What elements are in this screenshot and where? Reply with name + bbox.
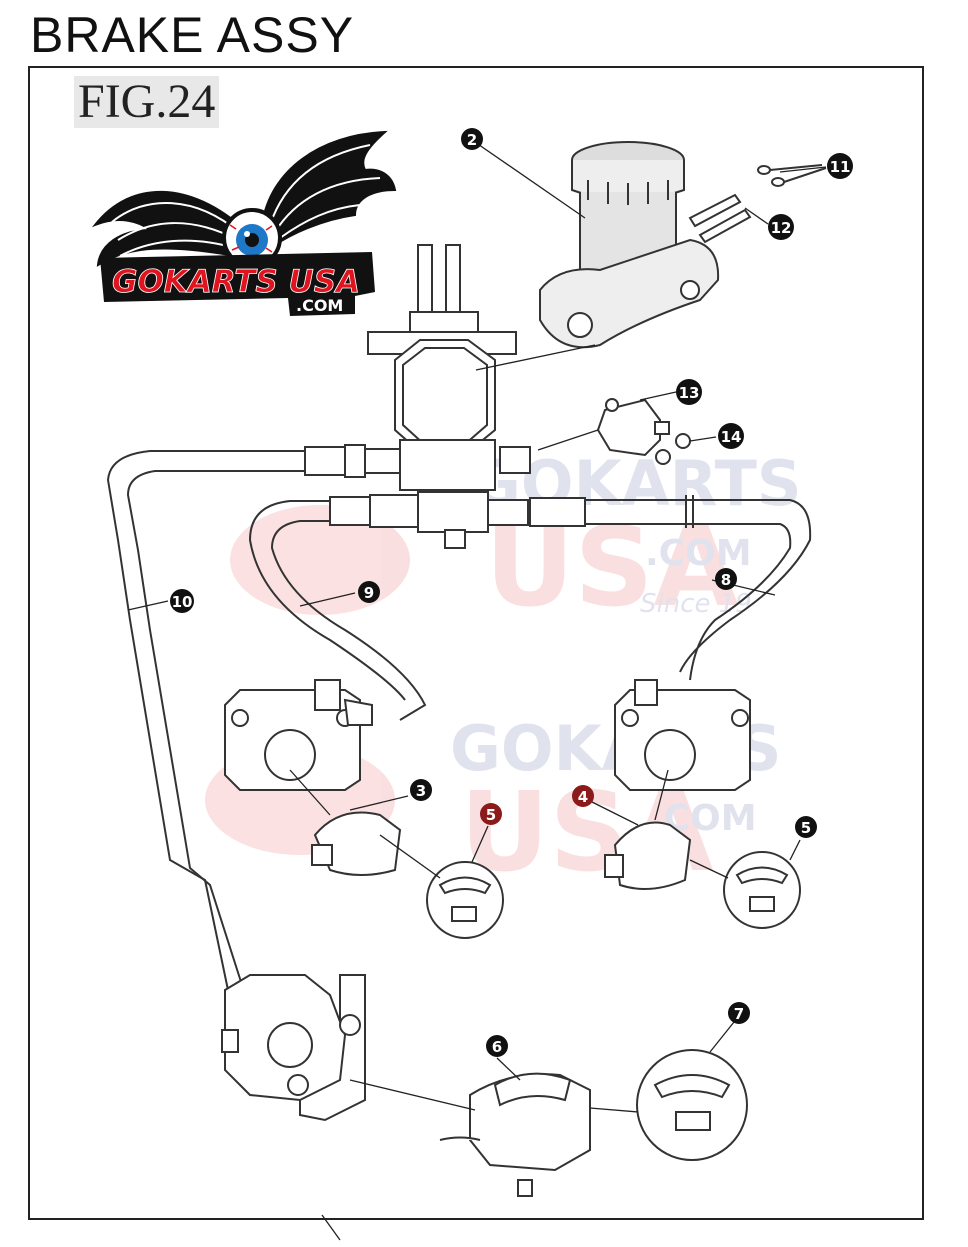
- callout-5: 5: [795, 816, 817, 838]
- svg-text:3: 3: [416, 782, 426, 800]
- svg-text:5: 5: [486, 806, 496, 824]
- svg-text:6: 6: [492, 1038, 502, 1056]
- svg-text:4: 4: [578, 788, 588, 806]
- svg-text:2: 2: [467, 131, 477, 149]
- brake-switch: [596, 398, 691, 465]
- callout-6: 6: [486, 1035, 508, 1057]
- logo-suffix-text: .COM: [296, 296, 343, 315]
- leader-lines: [127, 139, 827, 1241]
- logo-brand-text: GOKARTS USA: [112, 264, 360, 300]
- svg-text:12: 12: [771, 219, 792, 237]
- pins: [688, 164, 827, 244]
- left-caliper: [224, 679, 402, 876]
- gokarts-usa-logo: GOKARTS USA .COM: [91, 130, 397, 316]
- pedal-clamp: [367, 244, 517, 453]
- svg-text:8: 8: [721, 571, 731, 589]
- svg-text:5: 5: [801, 819, 811, 837]
- svg-text:9: 9: [364, 584, 374, 602]
- callout-11: 11: [827, 153, 853, 179]
- callout-3: 3: [410, 779, 432, 801]
- callout-4: 4: [572, 785, 594, 807]
- rear-caliper: [221, 974, 591, 1197]
- watermark-text-3: .COM: [645, 533, 752, 574]
- diagram-frame: [28, 66, 924, 1220]
- svg-text:10: 10: [172, 593, 193, 611]
- callout-10: 10: [170, 589, 194, 613]
- page-title: BRAKE ASSY: [30, 7, 355, 63]
- svg-text:13: 13: [679, 384, 700, 402]
- callouts: 2 11 12 13 14 10 9 8 3 5 4 5 7 6: [170, 128, 853, 1057]
- callout-2: 2: [461, 128, 483, 150]
- callout-8: 8: [715, 568, 737, 590]
- svg-text:11: 11: [830, 158, 851, 176]
- brake-hoses: [106, 450, 812, 991]
- figure-label: FIG.24: [74, 76, 220, 128]
- brake-pad-details: [426, 851, 801, 1161]
- callout-14: 14: [718, 423, 744, 449]
- callout-13: 13: [676, 379, 702, 405]
- callout-9: 9: [358, 581, 380, 603]
- master-cylinder: [539, 141, 720, 349]
- right-caliper: [604, 679, 751, 890]
- svg-text:14: 14: [721, 428, 742, 446]
- svg-text:7: 7: [734, 1005, 744, 1023]
- watermark-text-4: Since 19: [640, 589, 752, 619]
- brake-tee-fitting: [304, 439, 586, 549]
- callout-7: 7: [728, 1002, 750, 1024]
- callout-12: 12: [768, 214, 794, 240]
- callout-5: 5: [480, 803, 502, 825]
